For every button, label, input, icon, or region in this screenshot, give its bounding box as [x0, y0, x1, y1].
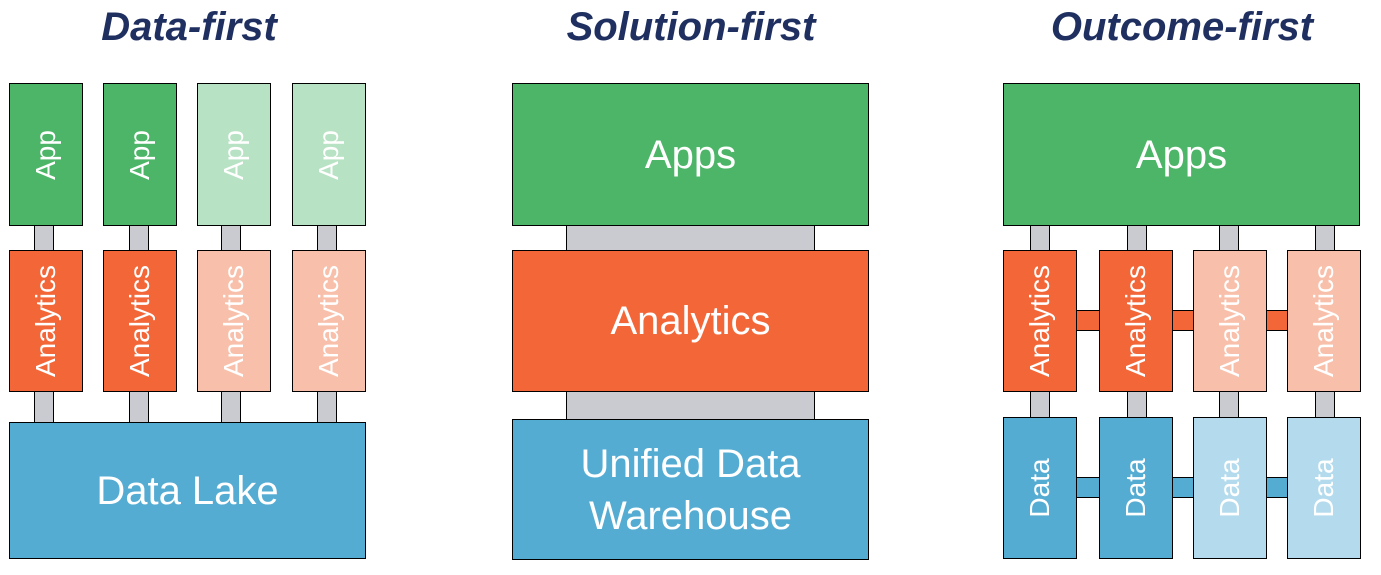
- connector: [1030, 224, 1050, 252]
- analytics-label: Analytics: [1024, 264, 1055, 378]
- analytics-box: Analytics: [1003, 250, 1077, 392]
- data-first-title: Data-first: [101, 5, 277, 49]
- analytics-box-faded: Analytics: [197, 250, 271, 392]
- analytics-label: Analytics: [30, 264, 61, 378]
- connector: [1127, 224, 1147, 252]
- horizontal-connector: [1074, 310, 1102, 331]
- connector: [317, 224, 337, 252]
- apps-label: Apps: [1135, 132, 1228, 177]
- analytics-label: Analytics: [218, 264, 249, 378]
- app-label: App: [124, 129, 155, 180]
- connector: [34, 224, 54, 252]
- unified-data-warehouse-label: Unified Data Warehouse: [580, 441, 801, 538]
- unified-data-warehouse-box: Unified Data Warehouse: [512, 419, 869, 560]
- data-label: Data: [1308, 458, 1339, 518]
- connector: [221, 224, 241, 252]
- apps-label: Apps: [644, 132, 737, 177]
- app-box: App: [9, 83, 83, 226]
- analytics-label: Analytics: [1214, 264, 1245, 378]
- app-box-faded: App: [292, 83, 366, 226]
- analytics-box: Analytics: [1099, 250, 1173, 392]
- connector: [129, 224, 149, 252]
- analytics-box: Analytics: [9, 250, 83, 392]
- data-lake-box: Data Lake: [9, 422, 366, 559]
- connector: [566, 389, 815, 421]
- solution-first-title: Solution-first: [566, 5, 816, 49]
- data-box-faded: Data: [1193, 417, 1267, 559]
- connector: [34, 389, 54, 424]
- connector: [221, 389, 241, 424]
- connector: [317, 389, 337, 424]
- app-label: App: [313, 129, 344, 180]
- outcome-first-title: Outcome-first: [1050, 5, 1314, 49]
- data-box: Data: [1099, 417, 1173, 559]
- analytics-label: Analytics: [610, 299, 771, 343]
- connector: [1315, 224, 1335, 252]
- app-label: App: [218, 129, 249, 180]
- analytics-box-faded: Analytics: [1193, 250, 1267, 392]
- app-box: App: [103, 83, 177, 226]
- analytics-label: Analytics: [124, 264, 155, 378]
- analytics-box-faded: Analytics: [292, 250, 366, 392]
- connector: [566, 224, 815, 252]
- data-label: Data: [1120, 458, 1151, 518]
- data-label: Data: [1214, 458, 1245, 518]
- analytics-box: Analytics: [512, 250, 869, 392]
- data-box: Data: [1003, 417, 1077, 559]
- connector: [129, 389, 149, 424]
- analytics-label: Analytics: [1308, 264, 1339, 378]
- analytics-box: Analytics: [103, 250, 177, 392]
- horizontal-connector: [1074, 477, 1102, 498]
- analytics-box-faded: Analytics: [1287, 250, 1361, 392]
- analytics-label: Analytics: [1120, 264, 1151, 378]
- app-label: App: [30, 129, 61, 180]
- app-box-faded: App: [197, 83, 271, 226]
- data-box-faded: Data: [1287, 417, 1361, 559]
- data-lake-label: Data Lake: [96, 468, 279, 513]
- connector: [1219, 224, 1239, 252]
- data-label: Data: [1024, 458, 1055, 518]
- apps-box: Apps: [512, 83, 869, 226]
- analytics-label: Analytics: [313, 264, 344, 378]
- apps-box: Apps: [1003, 83, 1360, 226]
